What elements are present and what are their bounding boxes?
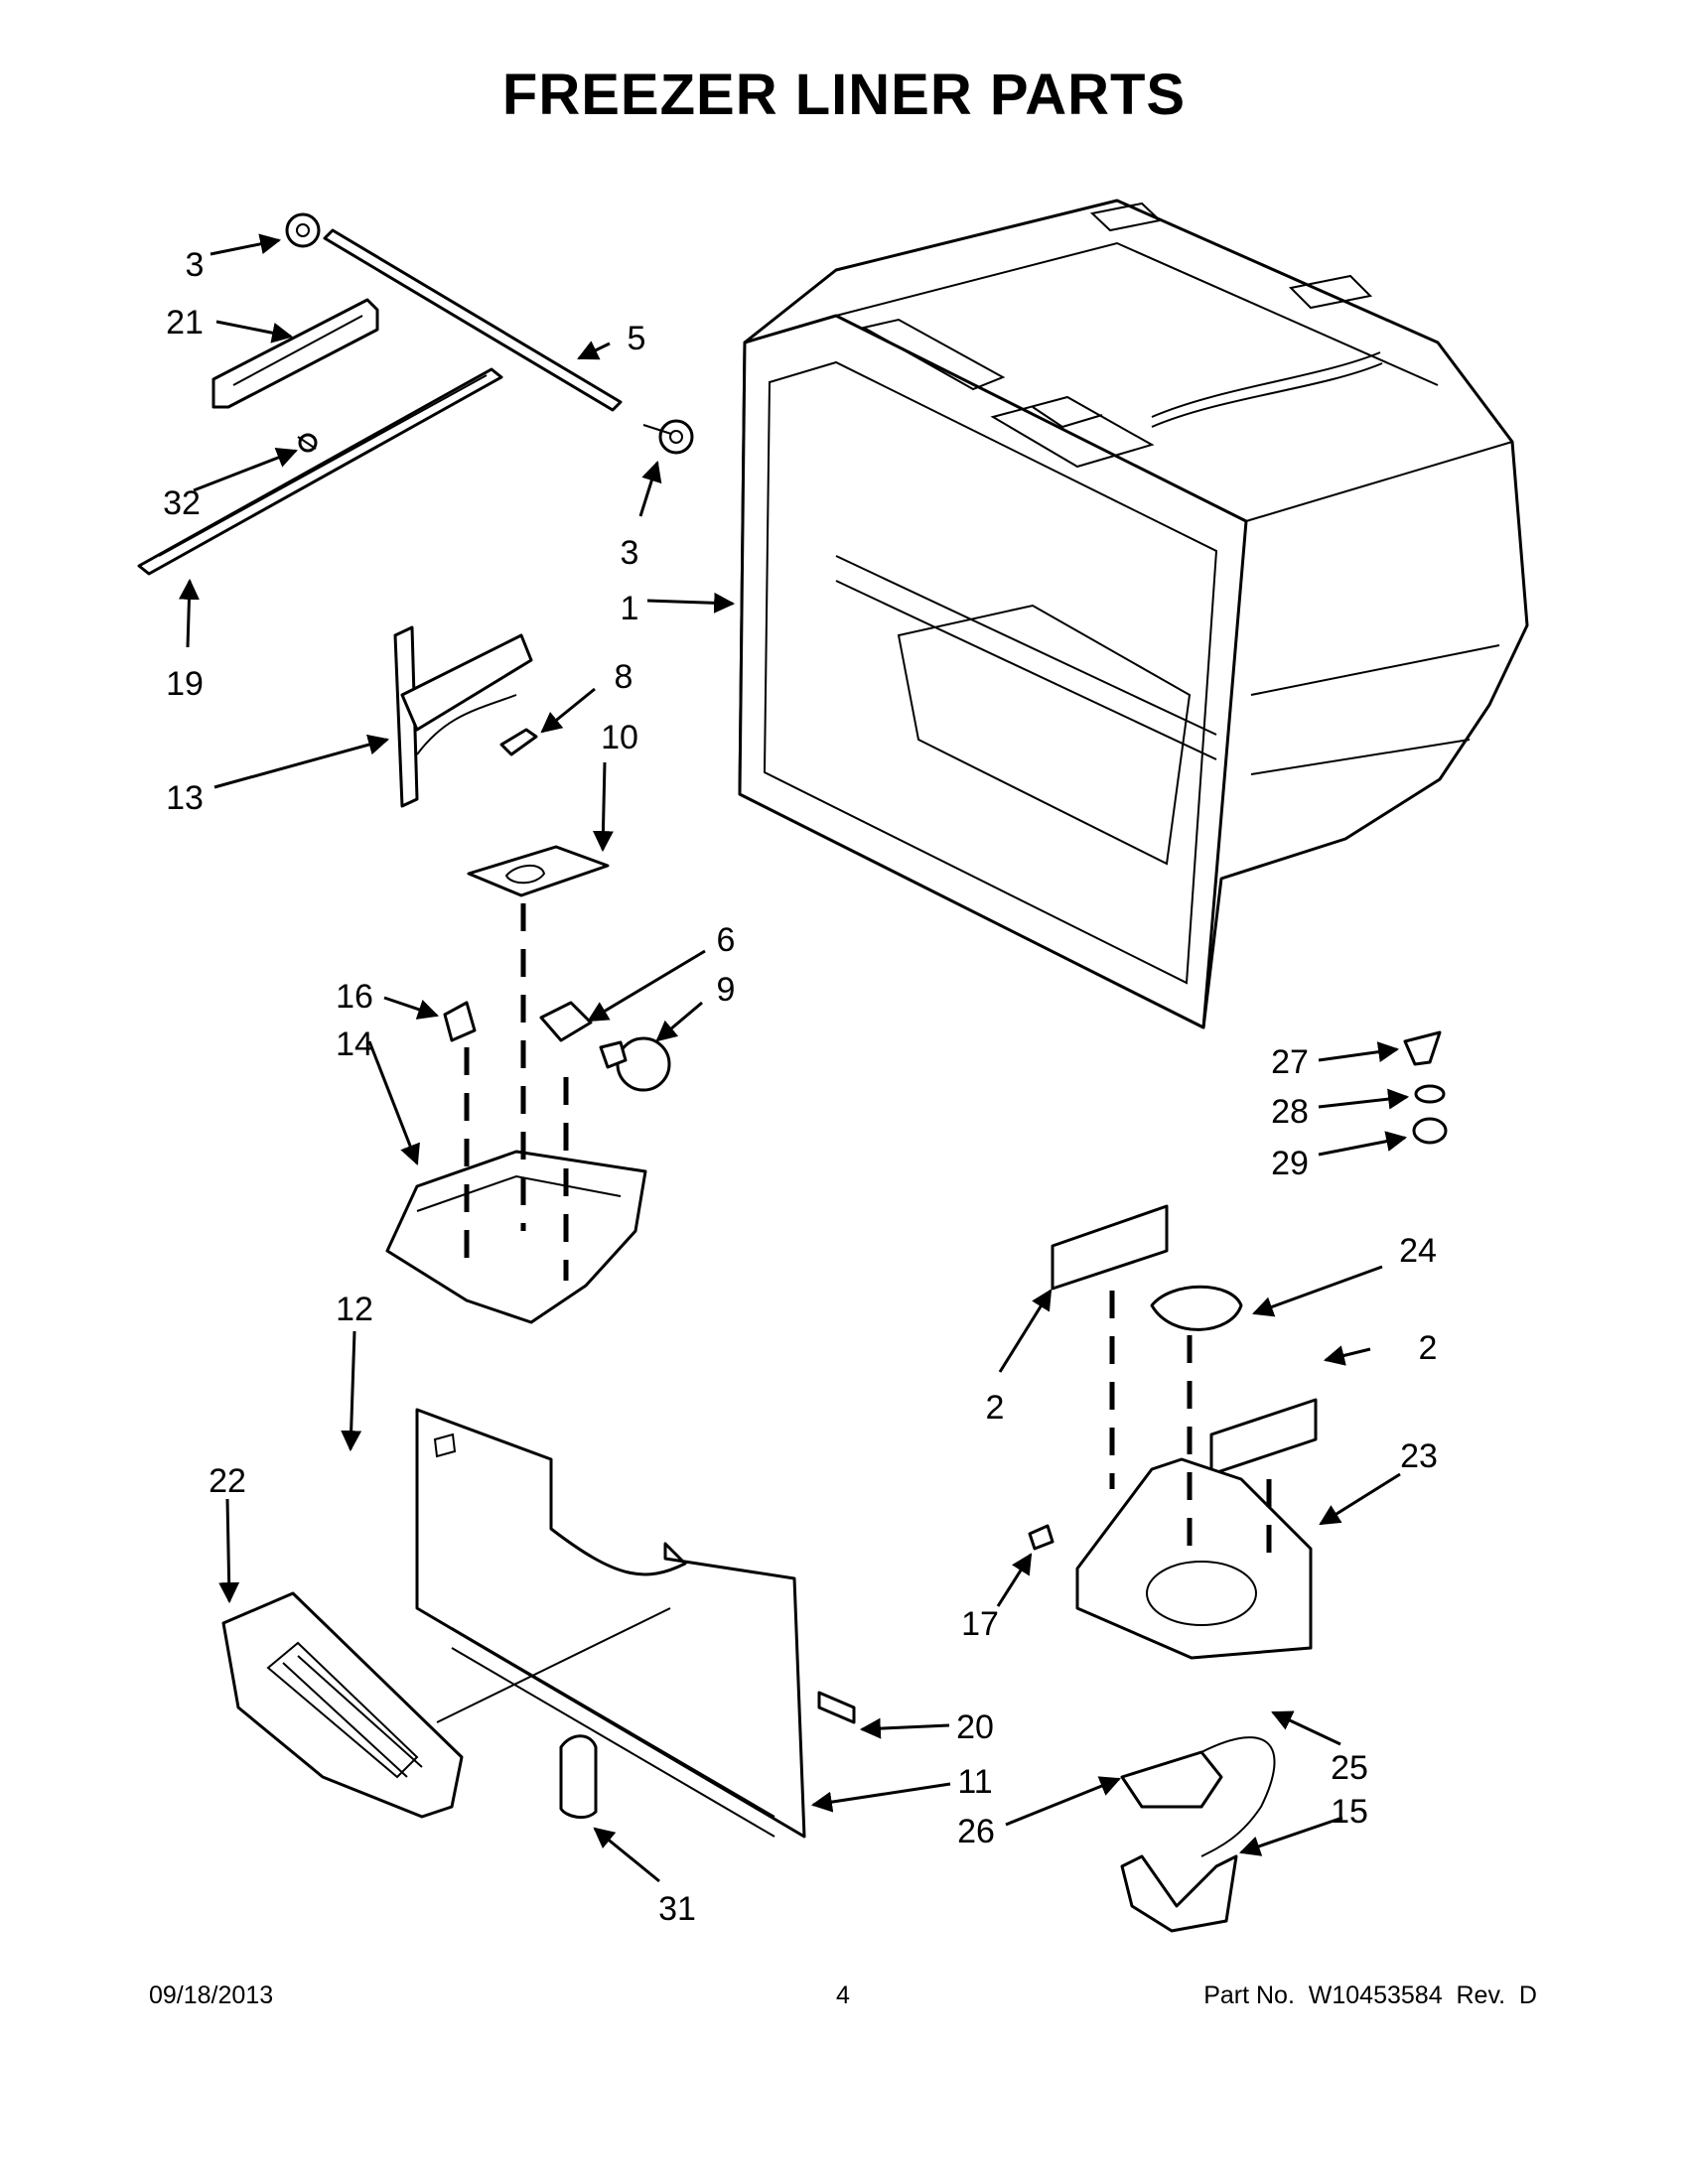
footer-date: 09/18/2013 — [149, 1981, 274, 2009]
callout-6: 6 — [717, 921, 736, 959]
leader-arrows — [178, 233, 1410, 1883]
leader-arrow-21 — [215, 320, 294, 343]
callout-29: 29 — [1271, 1145, 1309, 1182]
leader-arrow-1 — [646, 592, 736, 614]
leader-arrow-29 — [1318, 1131, 1408, 1157]
callout-10: 10 — [601, 719, 638, 756]
leader-arrow-5 — [577, 341, 611, 360]
leader-arrow-13 — [213, 734, 390, 789]
callout-numbers: 3 21 5 32 3 19 1 8 10 13 6 9 16 14 27 28… — [163, 246, 1438, 1928]
callout-1: 1 — [621, 590, 639, 627]
freezer-liner-drawing — [738, 199, 1529, 1029]
leader-arrow-8 — [540, 687, 596, 734]
control-housing-drawing — [385, 1150, 647, 1324]
leader-arrow-26 — [1005, 1776, 1121, 1827]
callout-25: 25 — [1331, 1749, 1368, 1787]
leader-arrow-11 — [810, 1782, 951, 1813]
leader-arrow-12 — [341, 1330, 362, 1452]
leader-arrow-6 — [587, 949, 706, 1023]
leader-arrow-24 — [1252, 1265, 1383, 1317]
callout-5: 5 — [628, 320, 646, 357]
shelf-rail-assembly-drawing — [137, 212, 694, 576]
callout-8: 8 — [615, 658, 633, 696]
leader-arrow-20 — [859, 1717, 950, 1739]
leader-arrow-25 — [1271, 1710, 1341, 1746]
callout-2a: 2 — [986, 1389, 1005, 1427]
leader-arrow-3b — [638, 460, 662, 517]
leader-arrow-14 — [367, 1040, 420, 1165]
page-title: FREEZER LINER PARTS — [501, 63, 1187, 127]
callout-9: 9 — [717, 971, 736, 1009]
light-assembly-drawing — [443, 1001, 671, 1092]
leader-arrow-10 — [592, 761, 614, 853]
insulation-pad-drawing — [467, 845, 610, 897]
leader-arrow-2a — [998, 1289, 1053, 1373]
leader-arrow-19 — [178, 578, 200, 648]
leader-arrow-28 — [1318, 1088, 1410, 1110]
callout-13: 13 — [166, 779, 204, 817]
callout-26: 26 — [957, 1813, 995, 1850]
evaporator-fan-assembly-drawing — [1028, 1030, 1448, 1933]
leader-arrow-15 — [1239, 1816, 1343, 1856]
evaporator-cover-drawing — [415, 1408, 856, 1839]
callout-3b: 3 — [621, 534, 639, 572]
callout-15: 15 — [1331, 1793, 1368, 1831]
callout-14: 14 — [336, 1025, 373, 1063]
leader-arrow-27 — [1318, 1041, 1400, 1063]
callout-22: 22 — [209, 1462, 246, 1500]
callout-17: 17 — [961, 1605, 999, 1643]
callout-23: 23 — [1400, 1437, 1438, 1475]
leader-arrow-3a — [210, 233, 282, 256]
footer-page-number: 4 — [836, 1981, 850, 2009]
callout-3a: 3 — [186, 246, 205, 284]
control-housing-bracket-drawing — [393, 625, 538, 808]
callout-27: 27 — [1271, 1043, 1309, 1081]
leader-arrow-31 — [593, 1827, 660, 1883]
air-diffuser-drawing — [221, 1591, 464, 1819]
leader-arrow-2b — [1323, 1345, 1371, 1366]
callout-24: 24 — [1399, 1232, 1437, 1270]
leader-arrow-17 — [996, 1553, 1033, 1607]
callout-32: 32 — [163, 484, 201, 522]
callout-20: 20 — [956, 1708, 994, 1746]
callout-31: 31 — [658, 1890, 696, 1928]
callout-19: 19 — [166, 665, 204, 703]
footer-part-number: Part No. W10453584 Rev. D — [1203, 1981, 1537, 2009]
leader-arrow-32 — [193, 448, 298, 492]
leader-arrow-23 — [1319, 1472, 1401, 1526]
callout-11: 11 — [957, 1763, 992, 1801]
leader-arrow-22 — [218, 1498, 240, 1604]
callout-28: 28 — [1271, 1093, 1309, 1131]
callout-12: 12 — [336, 1291, 373, 1328]
callout-16: 16 — [336, 978, 373, 1016]
callout-2b: 2 — [1419, 1329, 1438, 1367]
leader-arrow-9 — [655, 1001, 703, 1042]
callout-21: 21 — [166, 304, 204, 341]
leader-arrow-16 — [383, 996, 439, 1020]
